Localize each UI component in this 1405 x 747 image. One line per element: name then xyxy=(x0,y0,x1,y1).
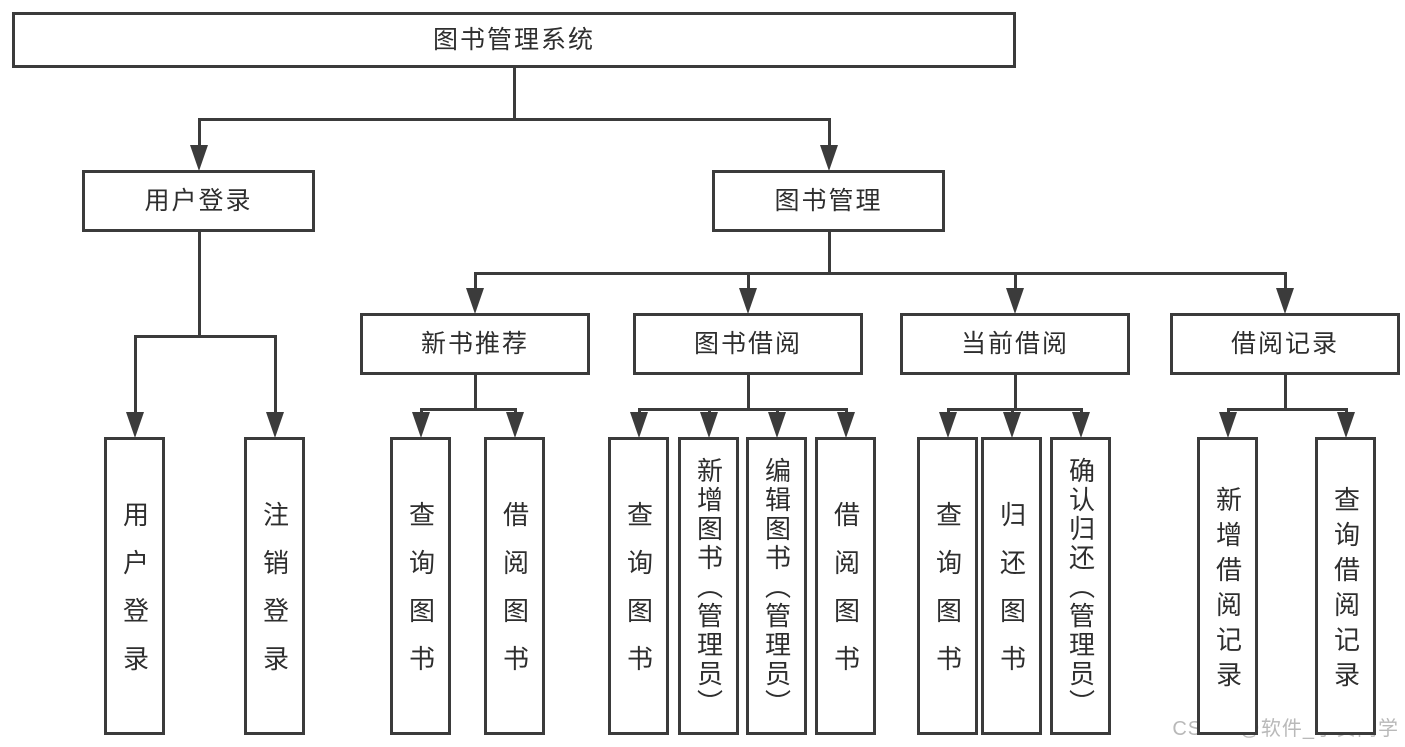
connector-bar xyxy=(947,408,1083,411)
arrow-down-icon xyxy=(126,412,144,438)
connector-bar xyxy=(420,408,517,411)
arrow-down-icon xyxy=(1003,412,1021,438)
connector-stem xyxy=(1014,375,1017,411)
connector-stem xyxy=(747,375,750,411)
arrow-down-icon xyxy=(466,288,484,314)
node-leaf-query-book-3: 查询图书 xyxy=(917,437,978,735)
node-label-current-borrow: 当前借阅 xyxy=(960,329,1069,358)
arrow-down-icon xyxy=(1006,288,1024,314)
connector-drop xyxy=(134,335,137,417)
node-borrow-records: 借阅记录 xyxy=(1170,313,1400,375)
arrow-down-icon xyxy=(1337,412,1355,438)
arrow-down-icon xyxy=(820,145,838,171)
arrow-down-icon xyxy=(266,412,284,438)
arrow-down-icon xyxy=(190,145,208,171)
arrow-down-icon xyxy=(837,412,855,438)
node-label-leaf-user-login: 用户登录 xyxy=(119,501,150,693)
node-label-leaf-edit-book: 编辑图书（管理员） xyxy=(761,457,792,718)
node-leaf-query-book-1: 查询图书 xyxy=(390,437,451,735)
node-label-leaf-borrow-book-1: 借阅图书 xyxy=(499,501,530,693)
connector-stem xyxy=(474,375,477,411)
node-current-borrow: 当前借阅 xyxy=(900,313,1130,375)
arrow-down-icon xyxy=(412,412,430,438)
node-leaf-edit-book: 编辑图书（管理员） xyxy=(746,437,807,735)
connector-bar xyxy=(134,335,277,338)
node-leaf-return-book: 归还图书 xyxy=(981,437,1042,735)
node-label-book-borrow: 图书借阅 xyxy=(693,329,802,358)
node-label-root: 图书管理系统 xyxy=(432,25,595,54)
node-label-leaf-query-book-2: 查询图书 xyxy=(623,501,654,693)
node-leaf-add-record: 新增借阅记录 xyxy=(1197,437,1258,735)
node-label-user-login: 用户登录 xyxy=(144,186,253,215)
node-label-book-management: 图书管理 xyxy=(774,186,883,215)
connector-stem xyxy=(513,68,516,121)
node-label-leaf-add-record: 新增借阅记录 xyxy=(1212,485,1243,696)
node-leaf-borrow-book-2: 借阅图书 xyxy=(815,437,876,735)
node-leaf-query-book-2: 查询图书 xyxy=(608,437,669,735)
arrow-down-icon xyxy=(768,412,786,438)
node-label-leaf-return-book: 归还图书 xyxy=(996,501,1027,693)
connector-drop xyxy=(1284,272,1287,293)
node-label-leaf-query-record: 查询借阅记录 xyxy=(1330,485,1361,696)
node-label-leaf-logout: 注销登录 xyxy=(259,501,290,693)
connector-drop xyxy=(198,118,201,150)
arrow-down-icon xyxy=(1276,288,1294,314)
connector-stem xyxy=(198,232,201,338)
node-leaf-logout: 注销登录 xyxy=(244,437,305,735)
connector-stem xyxy=(828,232,831,275)
connector-stem xyxy=(1284,375,1287,411)
node-root: 图书管理系统 xyxy=(12,12,1016,68)
node-label-borrow-records: 借阅记录 xyxy=(1230,329,1339,358)
connector-drop xyxy=(474,272,477,293)
arrow-down-icon xyxy=(739,288,757,314)
arrow-down-icon xyxy=(506,412,524,438)
node-label-leaf-query-book-1: 查询图书 xyxy=(405,501,436,693)
connector-drop xyxy=(747,272,750,293)
connector-bar xyxy=(1227,408,1348,411)
arrow-down-icon xyxy=(1072,412,1090,438)
node-leaf-add-book: 新增图书（管理员） xyxy=(678,437,739,735)
arrow-down-icon xyxy=(700,412,718,438)
node-leaf-query-record: 查询借阅记录 xyxy=(1315,437,1376,735)
connector-bar xyxy=(638,408,848,411)
node-leaf-borrow-book-1: 借阅图书 xyxy=(484,437,545,735)
node-leaf-user-login: 用户登录 xyxy=(104,437,165,735)
node-book-management: 图书管理 xyxy=(712,170,945,232)
node-label-leaf-borrow-book-2: 借阅图书 xyxy=(830,501,861,693)
arrow-down-icon xyxy=(939,412,957,438)
node-label-leaf-confirm-return: 确认归还（管理员） xyxy=(1065,457,1096,718)
connector-drop xyxy=(274,335,277,417)
connector-drop xyxy=(828,118,831,150)
connector-bar xyxy=(198,118,831,121)
node-book-borrow: 图书借阅 xyxy=(633,313,863,375)
node-label-leaf-query-book-3: 查询图书 xyxy=(932,501,963,693)
node-label-new-book-recommend: 新书推荐 xyxy=(420,329,529,358)
node-user-login: 用户登录 xyxy=(82,170,315,232)
arrow-down-icon xyxy=(630,412,648,438)
node-new-book-recommend: 新书推荐 xyxy=(360,313,590,375)
node-leaf-confirm-return: 确认归还（管理员） xyxy=(1050,437,1111,735)
connector-drop xyxy=(1014,272,1017,293)
arrow-down-icon xyxy=(1219,412,1237,438)
connector-bar xyxy=(474,272,1287,275)
node-label-leaf-add-book: 新增图书（管理员） xyxy=(693,457,724,718)
